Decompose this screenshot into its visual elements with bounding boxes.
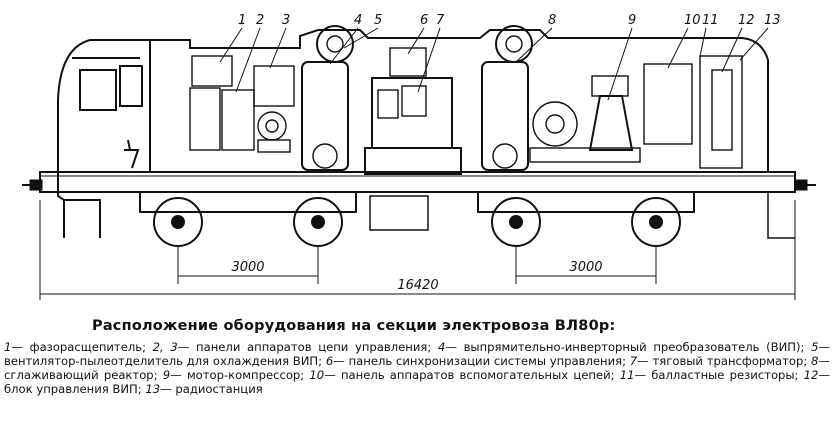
legend-item-separator: — bbox=[818, 368, 831, 382]
legend-item-separator: — bbox=[160, 382, 176, 396]
legend-item-text: выпрямительно-инверторный преобразовател… bbox=[463, 340, 812, 354]
bogies bbox=[139, 191, 695, 247]
dimension-lines bbox=[39, 200, 796, 300]
legend-item-number: 8 bbox=[811, 354, 819, 368]
callout-6: 6 bbox=[420, 13, 428, 28]
legend-item-number: 2, 3 bbox=[152, 340, 178, 354]
callout-1: 1 bbox=[238, 13, 246, 28]
legend-item-text: сглаживающий реактор; bbox=[4, 368, 163, 382]
legend-item-number: 1 bbox=[4, 340, 12, 354]
legend-item-text: тяговый трансформатор; bbox=[652, 354, 811, 368]
callout-4: 4 bbox=[354, 13, 362, 28]
legend-item-separator: — bbox=[324, 368, 341, 382]
callout-9: 9 bbox=[628, 13, 636, 28]
legend-item-number: 11 bbox=[619, 368, 635, 382]
legend-item-number: 5 bbox=[811, 340, 819, 354]
callouts: 1 2 3 4 5 6 7 8 9 10 11 12 13 bbox=[238, 13, 781, 28]
dimension-bogie-right: 3000 bbox=[569, 260, 602, 275]
legend-item: 8— сглаживающий реактор; bbox=[4, 354, 830, 382]
callout-2: 2 bbox=[256, 13, 264, 28]
equipment bbox=[189, 25, 743, 175]
legend-item-separator: — bbox=[170, 368, 187, 382]
legend-item: 7— тяговый трансформатор; bbox=[630, 354, 811, 368]
legend-item-number: 6 bbox=[325, 354, 334, 368]
legend-item: 6— панель синхронизации системы управлен… bbox=[326, 354, 630, 368]
callout-13: 13 bbox=[764, 13, 781, 28]
legend-item-text: вентилятор-пылеотделитель для охлаждения… bbox=[4, 354, 326, 368]
callout-5: 5 bbox=[374, 13, 382, 28]
legend-item-separator: — bbox=[445, 340, 464, 354]
underframe bbox=[22, 171, 816, 239]
legend-item: 12— блок управления ВИП; bbox=[4, 368, 830, 396]
legend-item-text: радиостанция bbox=[175, 382, 263, 396]
legend-item: 9— мотор-компрессор; bbox=[163, 368, 310, 382]
callout-10: 10 bbox=[684, 13, 701, 28]
legend-item-text: фазорасщепитель; bbox=[29, 340, 153, 354]
legend-item-number: 7 bbox=[629, 354, 638, 368]
legend-item-number: 4 bbox=[437, 340, 446, 354]
legend-item-text: блок управления ВИП; bbox=[4, 382, 146, 396]
leader-lines bbox=[219, 27, 769, 101]
legend-item-number: 9 bbox=[162, 368, 171, 382]
legend-item-number: 13 bbox=[145, 382, 161, 396]
legend-item: 1— фазорасщепитель; bbox=[4, 340, 153, 354]
car-body bbox=[57, 29, 769, 238]
figure-legend: 1— фазорасщепитель; 2, 3— панели аппарат… bbox=[4, 340, 830, 396]
legend-item: 11— балластные резисторы; bbox=[620, 368, 804, 382]
legend-item-separator: — bbox=[11, 340, 30, 354]
legend-item: 4— выпрямительно-инверторный преобразова… bbox=[438, 340, 811, 354]
legend-item-text: панель аппаратов вспомогательных цепей; bbox=[340, 368, 620, 382]
callout-3: 3 bbox=[282, 13, 290, 28]
callout-7: 7 bbox=[436, 13, 445, 28]
legend-item-number: 10 bbox=[309, 368, 325, 382]
legend-item: 13— радиостанция bbox=[145, 382, 262, 396]
callout-12: 12 bbox=[738, 13, 755, 28]
legend-item-separator: — bbox=[637, 354, 653, 368]
legend-item-text: балластные резисторы; bbox=[651, 368, 804, 382]
legend-item-text: панель синхронизации системы управления; bbox=[348, 354, 630, 368]
figure-caption-title: Расположение оборудования на секции элек… bbox=[92, 318, 616, 334]
dimension-bogie-left: 3000 bbox=[231, 260, 264, 275]
legend-item: 10— панель аппаратов вспомогательных цеп… bbox=[309, 368, 619, 382]
callout-11: 11 bbox=[702, 13, 719, 28]
legend-item-separator: — bbox=[818, 340, 831, 354]
legend-item-separator: — bbox=[177, 340, 197, 354]
legend-item-text: мотор-компрессор; bbox=[186, 368, 310, 382]
legend-item-separator: — bbox=[333, 354, 349, 368]
legend-item-separator: — bbox=[634, 368, 652, 382]
legend-item-number: 12 bbox=[803, 368, 819, 382]
legend-item-separator: — bbox=[818, 354, 830, 368]
legend-item-text: панели аппаратов цепи управления; bbox=[196, 340, 438, 354]
dimension-overall: 16420 bbox=[397, 278, 438, 293]
legend-item: 5— вентилятор-пылеотделитель для охлажде… bbox=[4, 340, 830, 368]
callout-8: 8 bbox=[548, 13, 556, 28]
locomotive-section-drawing: 3000 3000 16420 1 2 3 4 5 6 7 8 9 10 11 … bbox=[22, 13, 816, 300]
legend-item: 2, 3— панели аппаратов цепи управления; bbox=[153, 340, 438, 354]
